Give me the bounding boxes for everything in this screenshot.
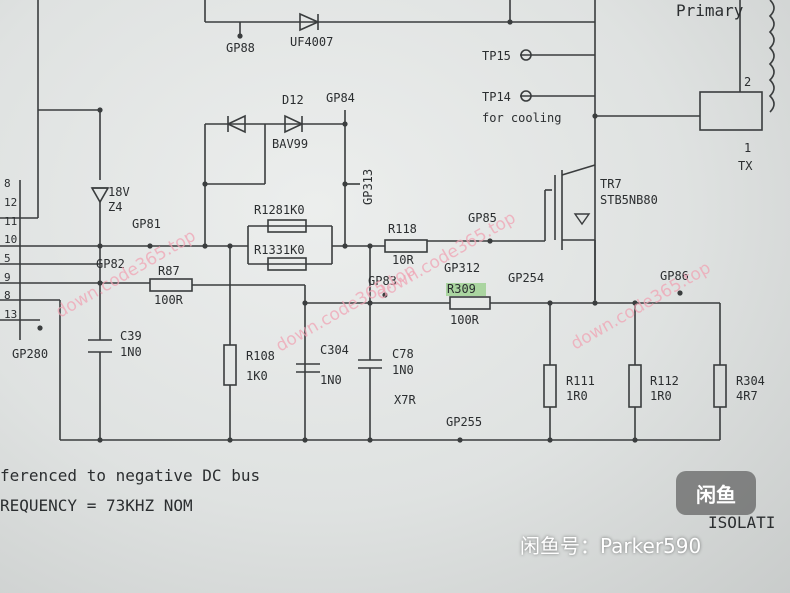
label-gp254: GP254	[508, 271, 544, 285]
label-r108-value: 1K0	[246, 369, 268, 383]
label-r309: R309	[447, 282, 476, 296]
label-gp312: GP312	[444, 261, 480, 275]
label-cooling: for cooling	[482, 111, 561, 125]
pin-label: 9	[4, 271, 11, 284]
seller-id-watermark: 闲鱼号：Parker590	[520, 534, 702, 558]
label-c304: C304	[320, 343, 349, 357]
note-isolation: ISOLATI	[708, 513, 775, 532]
label-r309-value: 100R	[450, 313, 480, 327]
note-dc-bus: ferenced to negative DC bus	[0, 466, 260, 485]
label-gp255: GP255	[446, 415, 482, 429]
label-tx: TX	[738, 159, 753, 173]
label-tp15: TP15	[482, 49, 511, 63]
watermark: down.code365.top	[568, 258, 715, 354]
primary-label: Primary	[676, 1, 744, 20]
label-r111: R111	[566, 374, 595, 388]
label-z4: Z4	[108, 200, 122, 214]
label-tr7: TR7	[600, 177, 622, 191]
label-uf4007: UF4007	[290, 35, 333, 49]
label-gp82: GP82	[96, 257, 125, 271]
note-frequency: REQUENCY = 73KHZ NOM	[0, 496, 193, 515]
label-r112-value: 1R0	[650, 389, 672, 403]
label-r112: R112	[650, 374, 679, 388]
label-gp313: GP313	[361, 169, 375, 205]
label-gp280: GP280	[12, 347, 48, 361]
label-c39: C39	[120, 329, 142, 343]
label-18v: 18V	[108, 185, 130, 199]
label-gp81: GP81	[132, 217, 161, 231]
label-r118-value: 10R	[392, 253, 414, 267]
pin-label: 8	[4, 177, 11, 190]
label-c304-value: 1N0	[320, 373, 342, 387]
label-bav99: BAV99	[272, 137, 308, 151]
pin-label: 11	[4, 215, 17, 228]
label-gp86: GP86	[660, 269, 689, 283]
label-d12: D12	[282, 93, 304, 107]
xianyu-logo-badge: 闲鱼	[676, 471, 756, 515]
label-c39-value: 1N0	[120, 345, 142, 359]
pin-label: 10	[4, 233, 17, 246]
label-c78: C78	[392, 347, 414, 361]
label-c78-value: 1N0	[392, 363, 414, 377]
pin-label: 5	[4, 252, 11, 265]
label-r133: R1331K0	[254, 243, 305, 257]
label-tp14: TP14	[482, 90, 511, 104]
label-r304-value: 4R7	[736, 389, 758, 403]
label-r118: R118	[388, 222, 417, 236]
pin-label: 13	[4, 308, 17, 321]
label-gp88: GP88	[226, 41, 255, 55]
label-r304: R304	[736, 374, 765, 388]
label-r111-value: 1R0	[566, 389, 588, 403]
label-gp85: GP85	[468, 211, 497, 225]
label-r87: R87	[158, 264, 180, 278]
pin-label: 8	[4, 289, 11, 302]
label-gp83: GP83	[368, 274, 397, 288]
label-r128: R1281K0	[254, 203, 305, 217]
label-gp84: GP84	[326, 91, 355, 105]
label-pin1: 1	[744, 141, 751, 155]
label-pin2: 2	[744, 75, 751, 89]
label-r108: R108	[246, 349, 275, 363]
label-stb5nb80: STB5NB80	[600, 193, 658, 207]
label-x7r: X7R	[394, 393, 416, 407]
pin-label: 12	[4, 196, 17, 209]
label-r87-value: 100R	[154, 293, 184, 307]
